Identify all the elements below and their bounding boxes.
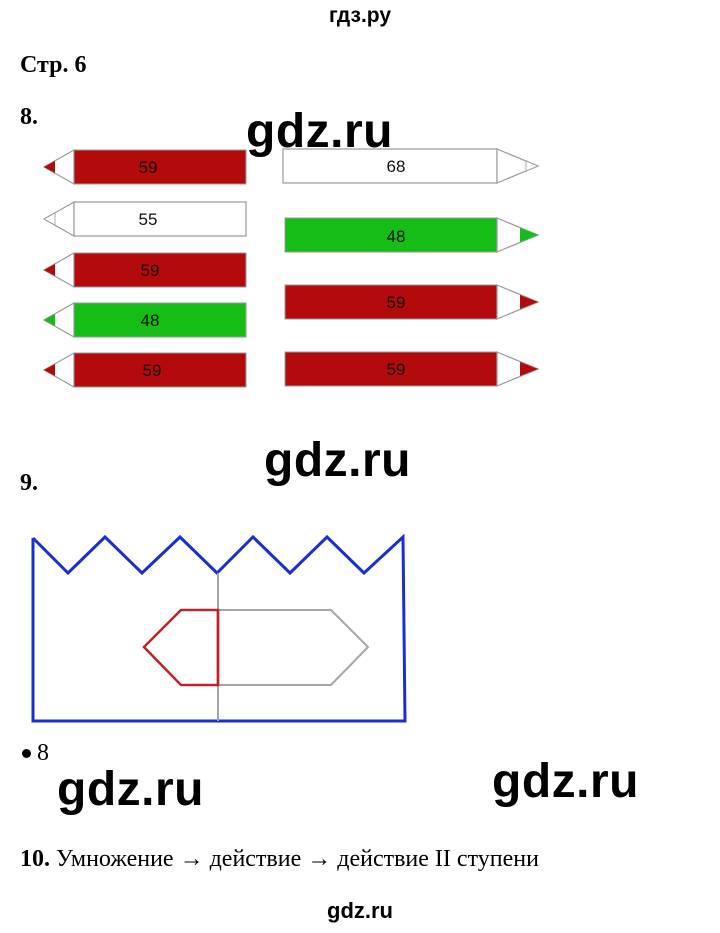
task-9-answer-value: 8: [37, 740, 49, 766]
watermark: gdz.ru: [264, 434, 411, 487]
pencil-right-2: 48: [284, 217, 540, 253]
pencil-left-1-label: 59: [139, 158, 158, 177]
task-10-text: Умножение → действие → действие II ступе…: [56, 846, 539, 872]
watermark: gdz.ru: [492, 755, 639, 808]
pencils-figure: 59 55 59 48 59 68 48: [42, 148, 540, 389]
pencil-left-3: 59: [42, 251, 247, 289]
task-9-answer: 8: [22, 740, 49, 767]
page-reference: Стр. 6: [20, 52, 87, 78]
task-8-number: 8.: [20, 104, 38, 130]
pencil-left-5: 59: [42, 351, 247, 389]
pencil-right-3: 59: [284, 284, 540, 320]
pencil-right-2-label: 48: [387, 227, 406, 246]
pencil-left-5-label: 59: [143, 361, 162, 380]
pencil-left-3-label: 59: [141, 261, 160, 280]
pencil-right-4-label: 59: [387, 360, 406, 379]
footer-site[interactable]: gdz.ru: [327, 898, 393, 923]
pencil-right-1-label: 68: [387, 157, 406, 176]
pencil-right-4: 59: [284, 351, 540, 387]
pencil-left-4-label: 48: [141, 311, 160, 330]
pencil-left-1: 59: [42, 148, 247, 186]
pencil-right-1: 68: [282, 148, 540, 184]
crown-outline: [31, 533, 407, 723]
grey-half-pencil: [217, 609, 370, 686]
pencil-left-2: 55: [42, 200, 247, 238]
watermark: gdz.ru: [57, 763, 204, 816]
task-9-number: 9.: [20, 470, 38, 496]
bullet-icon: [22, 749, 31, 758]
task-10-number: 10.: [20, 846, 50, 872]
site-header[interactable]: гдз.ру: [328, 4, 392, 27]
crown-figure: [31, 533, 407, 723]
task-10: 10. Умножение → действие → действие II с…: [20, 846, 539, 873]
red-half-pencil: [142, 608, 220, 687]
pencil-right-3-label: 59: [387, 293, 406, 312]
pencil-left-2-label: 55: [139, 210, 158, 229]
pencil-left-4: 48: [42, 301, 247, 339]
